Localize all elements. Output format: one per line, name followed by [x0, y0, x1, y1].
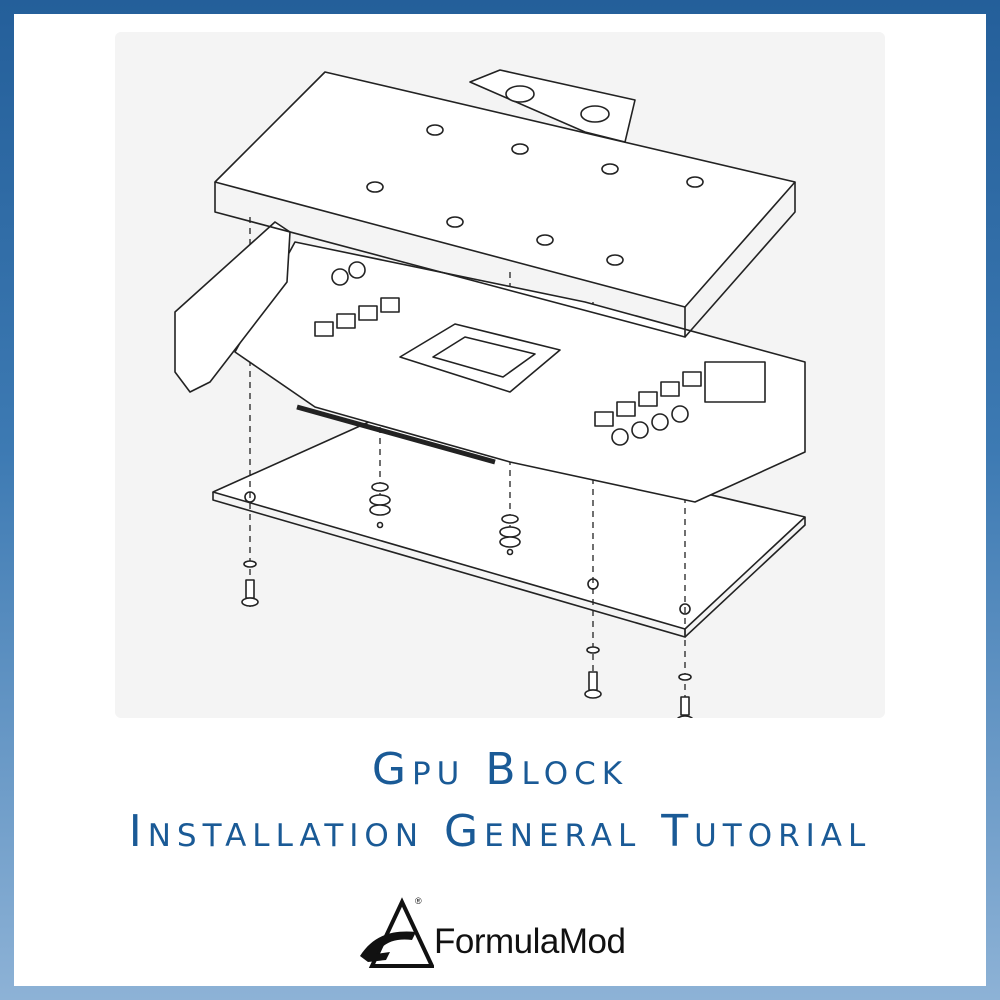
water-block — [214, 69, 796, 338]
registered-mark: ® — [415, 896, 422, 906]
brand-name: FormulaMod — [434, 922, 626, 961]
formulamod-logo-icon — [360, 897, 436, 968]
white-panel: Gpu Block Installation General Tutorial … — [14, 14, 986, 986]
brand-logo: ® FormulaMod — [354, 894, 674, 974]
gpu-pcb — [174, 221, 806, 503]
gpu-block-exploded-diagram — [174, 69, 806, 718]
title-line-2: Installation General Tutorial — [128, 806, 872, 857]
screws — [241, 560, 694, 718]
exploded-view-illustration — [115, 32, 885, 718]
screw-guide-lines — [249, 217, 686, 718]
springs — [369, 482, 521, 548]
title-line-1: Gpu Block — [371, 744, 629, 795]
